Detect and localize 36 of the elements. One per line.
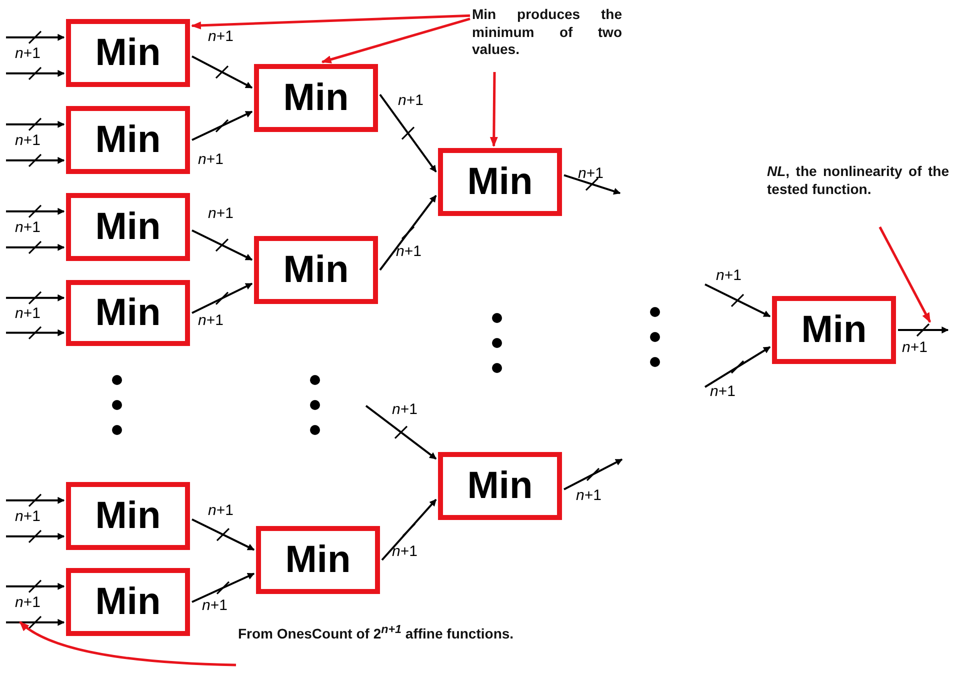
edge-label: n+1 bbox=[208, 206, 234, 221]
edge-label: n+1 bbox=[198, 152, 224, 167]
min-box: Min bbox=[254, 236, 378, 304]
edge-label: n+1 bbox=[15, 46, 40, 61]
annotation-text: Min produces the minimum of two values. bbox=[472, 6, 622, 70]
min-box: Min bbox=[438, 148, 562, 216]
min-box: Min bbox=[66, 193, 190, 261]
annotation-text: NL, the nonlinearity of the tested function. bbox=[767, 163, 949, 225]
edge-label: n+1 bbox=[392, 544, 418, 559]
edge-label: n+1 bbox=[202, 598, 228, 613]
min-box: Min bbox=[66, 280, 190, 346]
min-box: Min bbox=[66, 568, 190, 636]
edge-label: n+1 bbox=[208, 503, 234, 518]
min-box: Min bbox=[256, 526, 380, 594]
annotation-text: From OnesCount of 2$^{n+1}$ affine functions. bbox=[238, 623, 583, 679]
min-box: Min bbox=[66, 19, 190, 87]
edge-label: n+1 bbox=[902, 340, 928, 355]
edge-label: n+1 bbox=[396, 244, 422, 259]
edge-label: n+1 bbox=[15, 595, 40, 610]
edge-label: n+1 bbox=[198, 313, 224, 328]
edge-label: n+1 bbox=[576, 488, 602, 503]
min-box: Min bbox=[66, 482, 190, 550]
edge-label: n+1 bbox=[15, 509, 40, 524]
edge-label: n+1 bbox=[15, 133, 40, 148]
min-box: Min bbox=[772, 296, 896, 364]
edge-label: n+1 bbox=[710, 384, 736, 399]
edge-label: n+1 bbox=[578, 166, 604, 181]
edge-label: n+1 bbox=[398, 93, 424, 108]
edge-label: n+1 bbox=[15, 306, 40, 321]
edge-label: n+1 bbox=[716, 268, 742, 283]
edge-label: n+1 bbox=[208, 29, 234, 44]
min-box: Min bbox=[254, 64, 378, 132]
edge-label: n+1 bbox=[392, 402, 418, 417]
min-box: Min bbox=[66, 106, 190, 174]
min-box: Min bbox=[438, 452, 562, 520]
edge-label: n+1 bbox=[15, 220, 40, 235]
